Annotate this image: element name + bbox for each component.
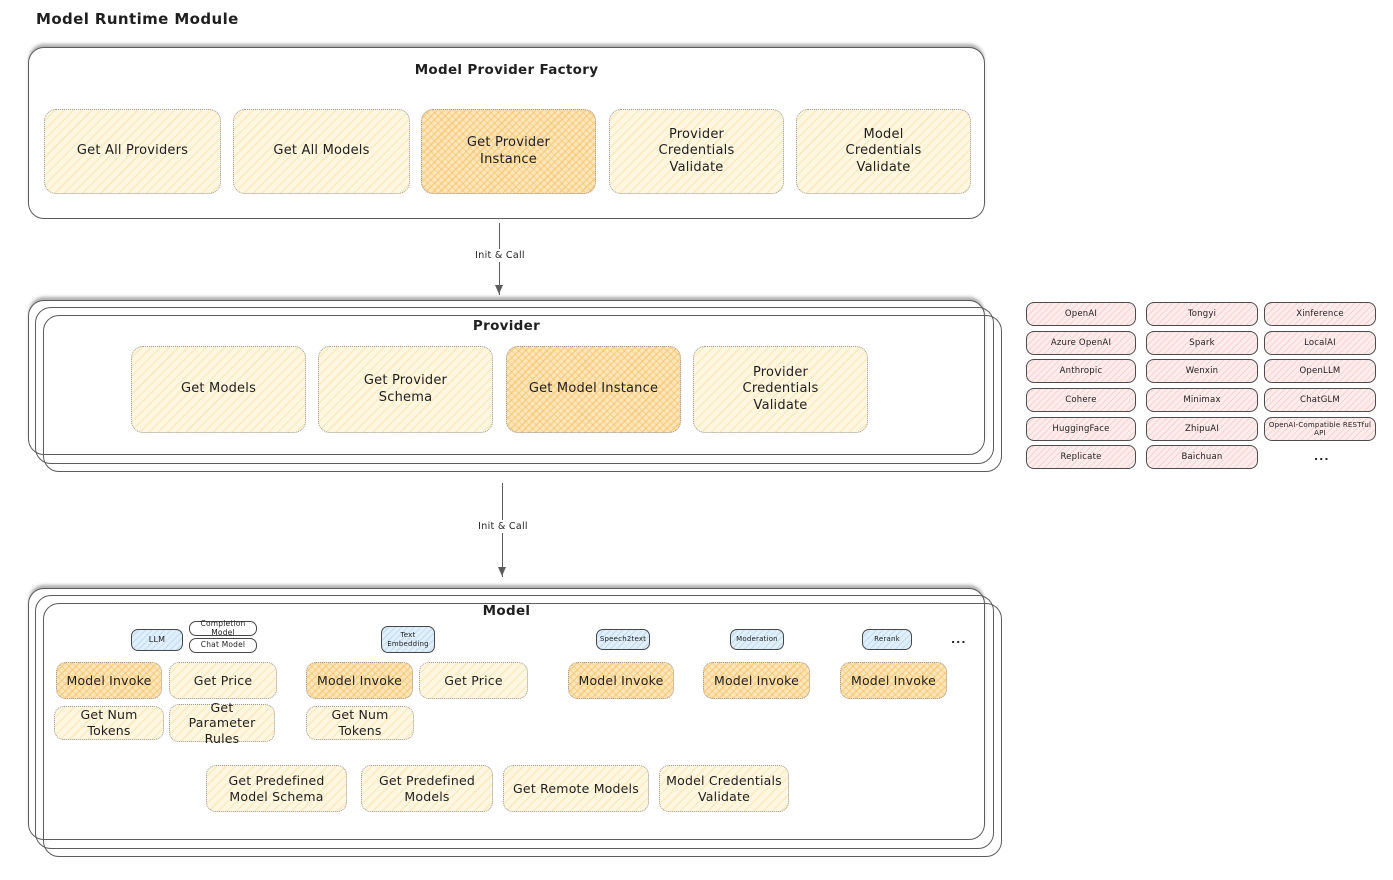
provider-chip-replicate: Replicate — [1026, 445, 1136, 469]
factory-provider-credentials-validate-box: Provider Credentials Validate — [609, 109, 784, 194]
model-provider-factory-card: Model Provider Factory Get All Providers… — [28, 47, 985, 219]
model-title: Model — [482, 603, 531, 619]
factory-get-all-models-box: Get All Models — [233, 109, 410, 194]
model-card: Model LLM Completion Model Chat Model Te… — [28, 588, 985, 840]
provider-chip-zhipuai: ZhipuAI — [1146, 417, 1258, 441]
completion-model-badge: Completion Model — [189, 619, 257, 636]
provider-chip-cohere: Cohere — [1026, 388, 1136, 412]
factory-model-credentials-validate-box: Model Credentials Validate — [796, 109, 971, 194]
rerank-model-invoke-box: Model Invoke — [840, 662, 947, 699]
get-predefined-models-box: Get Predefined Models — [361, 765, 493, 812]
provider-chip-xinference: Xinference — [1264, 302, 1376, 326]
provider-chip-azure-openai: Azure OpenAI — [1026, 331, 1136, 355]
text-embedding-model-invoke-box: Model Invoke — [306, 662, 413, 699]
provider-get-provider-schema-box: Get Provider Schema — [318, 346, 493, 433]
factory-title: Model Provider Factory — [414, 62, 599, 78]
get-predefined-model-schema-box: Get Predefined Model Schema — [206, 765, 347, 812]
provider-chip-wenxin: Wenxin — [1146, 359, 1258, 383]
factory-to-provider-arrow-label: Init & Call — [470, 249, 530, 262]
text-embedding-get-price-box: Get Price — [419, 662, 528, 699]
provider-chip-openai-compatible-restful-api: OpenAI-Compatible RESTful API — [1264, 417, 1376, 441]
factory-get-provider-instance-box: Get Provider Instance — [421, 109, 596, 194]
provider-chip-huggingface: HuggingFace — [1026, 417, 1136, 441]
rerank-type-badge: Rerank — [862, 629, 912, 650]
moderation-model-invoke-box: Model Invoke — [703, 662, 810, 699]
provider-get-model-instance-box: Get Model Instance — [506, 346, 681, 433]
model-types-more-label: ... — [951, 633, 967, 646]
get-remote-models-box: Get Remote Models — [503, 765, 649, 812]
provider-credentials-validate-box: Provider Credentials Validate — [693, 346, 868, 433]
llm-model-invoke-box: Model Invoke — [56, 662, 162, 699]
provider-chip-tongyi: Tongyi — [1146, 302, 1258, 326]
provider-chip-anthropic: Anthropic — [1026, 359, 1136, 383]
text-embedding-type-badge: Text Embedding — [381, 626, 435, 653]
text-embedding-get-num-tokens-box: Get Num Tokens — [306, 706, 414, 740]
llm-type-badge: LLM — [131, 629, 183, 651]
llm-get-price-box: Get Price — [169, 662, 277, 699]
provider-title: Provider — [472, 318, 541, 334]
provider-get-models-box: Get Models — [131, 346, 306, 433]
speech2text-model-invoke-box: Model Invoke — [568, 662, 674, 699]
page-title: Model Runtime Module — [36, 10, 239, 28]
model-credentials-validate-box: Model Credentials Validate — [659, 765, 789, 812]
provider-list-more-label: ... — [1314, 450, 1330, 463]
llm-get-num-tokens-box: Get Num Tokens — [54, 706, 164, 740]
provider-chip-openai: OpenAI — [1026, 302, 1136, 326]
provider-card: Provider Get Models Get Provider Schema … — [28, 300, 985, 455]
provider-list: OpenAI Azure OpenAI Anthropic Cohere Hug… — [1026, 302, 1378, 470]
provider-chip-openllm: OpenLLM — [1264, 359, 1376, 383]
llm-get-parameter-rules-box: Get Parameter Rules — [169, 700, 275, 746]
provider-chip-baichuan: Baichuan — [1146, 445, 1258, 469]
moderation-type-badge: Moderation — [730, 629, 784, 650]
provider-chip-localai: LocalAI — [1264, 331, 1376, 355]
chat-model-badge: Chat Model — [189, 638, 257, 653]
provider-chip-spark: Spark — [1146, 331, 1258, 355]
provider-chip-chatglm: ChatGLM — [1264, 388, 1376, 412]
provider-to-model-arrow-label: Init & Call — [473, 520, 533, 533]
factory-get-all-providers-box: Get All Providers — [44, 109, 221, 194]
provider-chip-minimax: Minimax — [1146, 388, 1258, 412]
speech2text-type-badge: Speech2text — [596, 629, 650, 650]
